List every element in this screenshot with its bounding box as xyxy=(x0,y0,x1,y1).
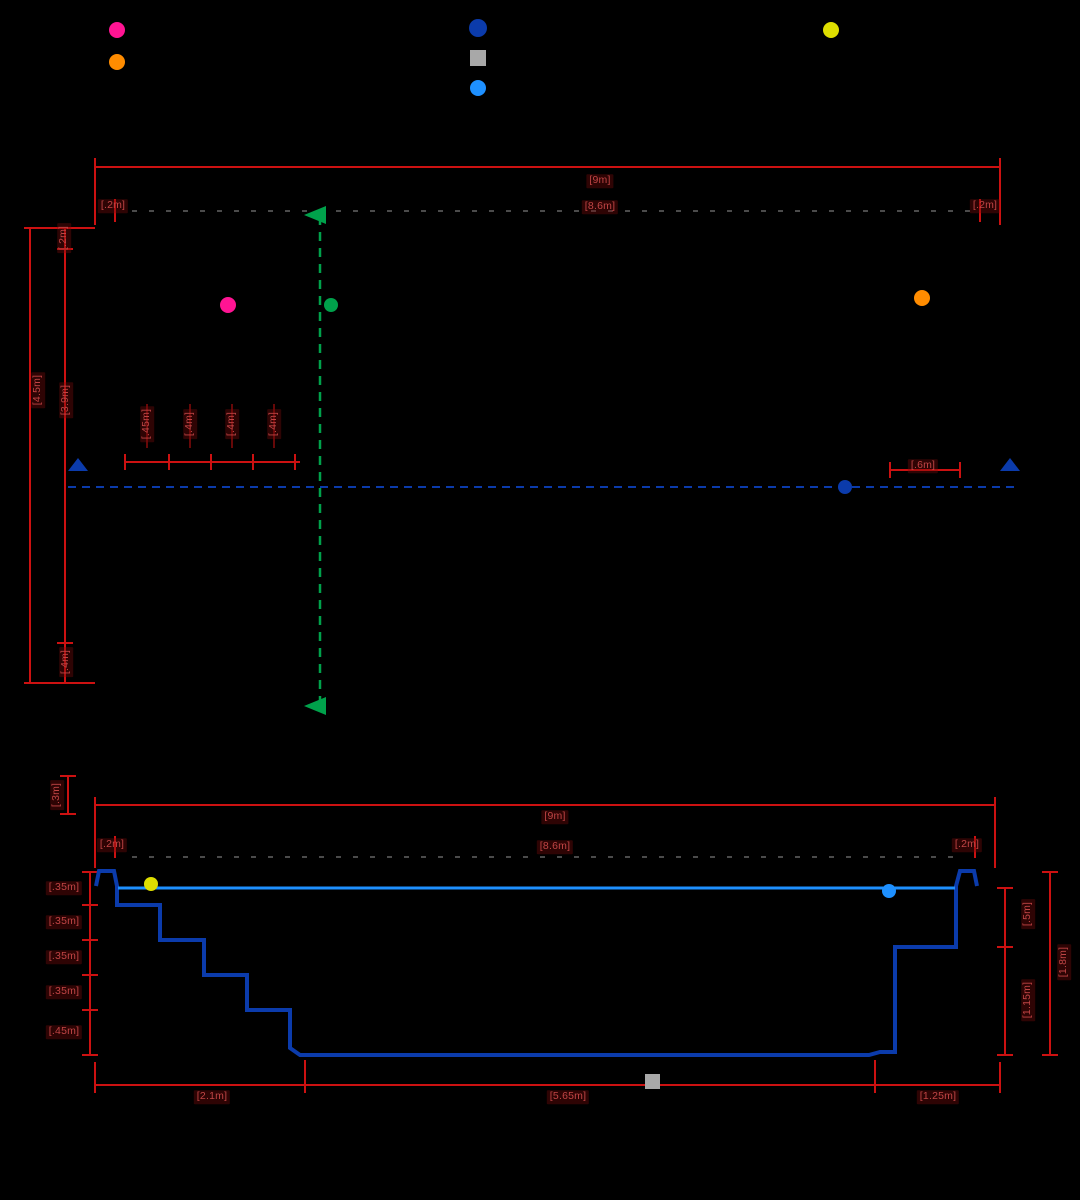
section-left-wall-label: [.2m] xyxy=(96,838,128,852)
section-lightblue-dot-icon xyxy=(882,884,896,898)
section-gray-square-icon xyxy=(645,1074,660,1089)
legend-gray-square-icon xyxy=(470,50,486,66)
section-riser-label: [.45m] xyxy=(45,1025,83,1039)
plan-inner-width-label: [3.9m] xyxy=(59,381,73,419)
legend-navy-dot-icon xyxy=(469,19,487,37)
water-level-symbol-right-icon xyxy=(1000,458,1020,471)
section-riser-label: [.35m] xyxy=(45,985,83,999)
plan-magenta-dot-icon xyxy=(220,297,236,313)
section-total-length-label: [9m] xyxy=(541,810,569,824)
section-riser-label: [.35m] xyxy=(45,950,83,964)
section-bottom-segment-label: [2.1m] xyxy=(193,1090,231,1104)
plan-top-offset-label: [.2m] xyxy=(57,222,71,254)
plan-green-dot-icon xyxy=(324,298,338,312)
section-right-wall-label: [.2m] xyxy=(951,838,983,852)
section-right-lower-depth-label: [1.15m] xyxy=(1021,978,1035,1022)
centerline-arrow-bottom-icon xyxy=(304,697,326,715)
section-dimension-lines xyxy=(60,775,1058,1093)
plan-centerline xyxy=(304,206,338,715)
section-right-upper-depth-label: [.5m] xyxy=(1021,898,1035,930)
plan-navy-dot-icon xyxy=(838,480,852,494)
legend xyxy=(109,19,839,96)
section-inner-length-label: [8.6m] xyxy=(536,840,574,854)
water-level-symbol-left-icon xyxy=(68,458,88,471)
section-bottom-segment-label: [1.25m] xyxy=(916,1090,960,1104)
section-yellow-dot-icon xyxy=(144,877,158,891)
section-riser-label: [.35m] xyxy=(45,915,83,929)
legend-magenta-dot-icon xyxy=(109,22,125,38)
section-riser-label: [.35m] xyxy=(45,881,83,895)
plan-total-length-label: [9m] xyxy=(586,174,614,188)
plan-bottom-offset-label: [.4m] xyxy=(59,646,73,678)
plan-step-width-label: [.4m] xyxy=(183,408,197,440)
plan-step-width-label: [.45m] xyxy=(140,405,154,443)
legend-yellow-dot-icon xyxy=(823,22,839,38)
pool-profile xyxy=(94,869,979,1057)
plan-dimension-lines xyxy=(24,158,1001,684)
legend-lightblue-dot-icon xyxy=(470,80,486,96)
plan-step-width-label: [.4m] xyxy=(225,408,239,440)
plan-waterline xyxy=(68,458,1020,494)
centerline-arrow-top-icon xyxy=(304,206,326,224)
legend-orange-dot-icon xyxy=(109,54,125,70)
plan-step-width-label: [.4m] xyxy=(267,408,281,440)
plan-left-wall-label: [.2m] xyxy=(97,199,129,213)
section-bottom-segment-label: [5.65m] xyxy=(546,1090,590,1104)
section-right-total-depth-label: [1.8m] xyxy=(1057,943,1071,981)
plan-inner-length-label: [8.6m] xyxy=(581,200,619,214)
plan-total-width-label: [4.5m] xyxy=(31,371,45,409)
section-freeboard-label: [.3m] xyxy=(50,779,64,811)
plan-orange-dot-icon xyxy=(914,290,930,306)
plan-right-wall-label: [.2m] xyxy=(969,199,1001,213)
plan-waterline-offset-label: [.6m] xyxy=(907,459,939,473)
